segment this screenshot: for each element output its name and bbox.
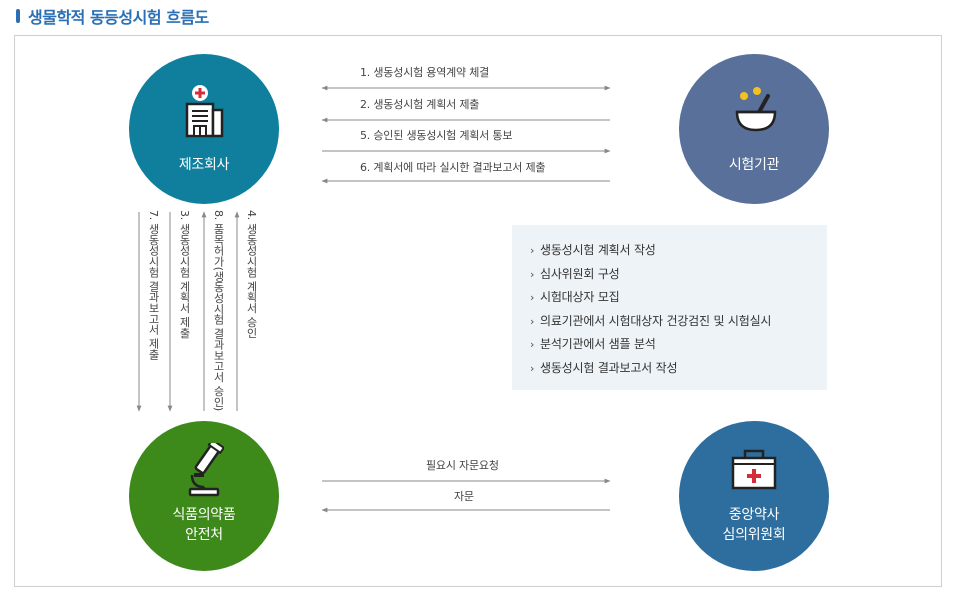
node-central-committee: 중앙약사 심의위원회 xyxy=(679,421,829,571)
step-2-label: 2. 생동성시험 계획서 제출 xyxy=(360,98,480,111)
test-lab-label: 시험기관 xyxy=(728,157,780,173)
step-6-label: 6. 계획서에 따라 실시한 결과보고서 제출 xyxy=(360,161,546,174)
list-item: ›심사위원회 구성 xyxy=(530,263,827,287)
chevron-right-icon: › xyxy=(530,244,535,257)
lab-task-list: ›생동성시험 계획서 작성 ›심사위원회 구성 ›시험대상자 모집 ›의료기관에… xyxy=(530,239,827,380)
node-manufacturer: 제조회사 xyxy=(129,54,279,204)
mfds-label-line2: 안전처 xyxy=(185,527,223,543)
manufacturer-label: 제조회사 xyxy=(178,157,230,173)
mfds-label-line1: 식품의약품 xyxy=(172,507,236,523)
list-item: ›시험대상자 모집 xyxy=(530,286,827,310)
page-title-text: 생물학적 동등성시험 흐름도 xyxy=(28,8,209,27)
title-accent-bar xyxy=(16,9,20,23)
node-test-lab: 시험기관 xyxy=(679,54,829,204)
microscope-icon xyxy=(188,443,224,497)
consult-request-label: 필요시 자문요청 xyxy=(426,459,499,472)
committee-label-line1: 중앙약사 xyxy=(728,507,780,523)
list-item: ›생동성시험 결과보고서 작성 xyxy=(530,357,827,381)
diagram-frame xyxy=(14,35,942,587)
node-mfds: 식품의약품 안전처 xyxy=(129,421,279,571)
step-5-label: 5. 승인된 생동성시험 계획서 통보 xyxy=(360,129,513,142)
step-1-label: 1. 생동성시험 용역계약 체결 xyxy=(360,66,490,79)
committee-label-line2: 심의위원회 xyxy=(722,527,786,543)
step-3-label: 3. 생동성시험 계획서 제출 xyxy=(178,210,191,338)
mortar-pestle-icon xyxy=(735,87,777,132)
list-item: ›생동성시험 계획서 작성 xyxy=(530,239,827,263)
first-aid-kit-icon xyxy=(731,449,777,490)
step-7-label: 7. 생동성시험 결과보고서 제출 xyxy=(147,210,160,360)
page-title: 생물학적 동등성시험 흐름도 xyxy=(16,4,209,28)
chevron-right-icon: › xyxy=(530,338,535,351)
list-item: ›의료기관에서 시험대상자 건강검진 및 시험실시 xyxy=(530,310,827,334)
chevron-right-icon: › xyxy=(530,267,535,281)
chevron-right-icon: › xyxy=(530,314,535,328)
step-8-label: 8. 품목허가(생동성시험 결과보고서 승인) xyxy=(212,210,225,411)
consult-label: 자문 xyxy=(454,490,474,503)
chevron-right-icon: › xyxy=(530,361,535,375)
step-4-label: 4. 생동성시험 계획서 승인 xyxy=(245,210,258,338)
factory-building-icon xyxy=(185,85,224,138)
lab-task-box: ›생동성시험 계획서 작성 ›심사위원회 구성 ›시험대상자 모집 ›의료기관에… xyxy=(512,225,827,390)
list-item: ›분석기관에서 샘플 분석 xyxy=(530,333,827,357)
chevron-right-icon: › xyxy=(530,291,535,304)
